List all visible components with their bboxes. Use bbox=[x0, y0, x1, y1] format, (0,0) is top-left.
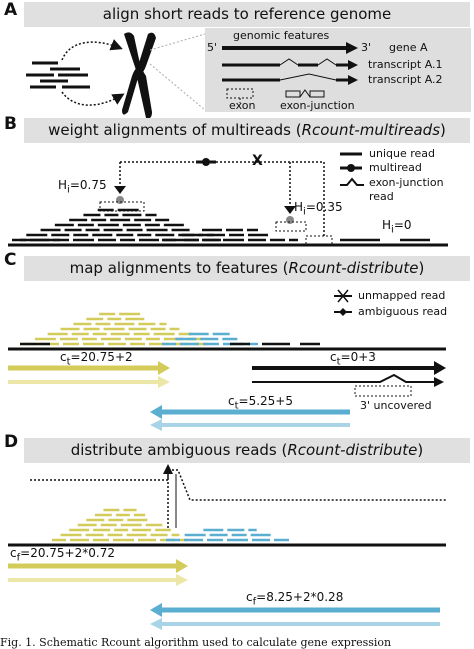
panel-a-dotted-arrow-top bbox=[61, 39, 123, 61]
hi-0-sub: i bbox=[391, 224, 394, 236]
ct-blue-sub: t bbox=[234, 400, 239, 412]
panel-c-letter: C bbox=[4, 250, 17, 270]
cf-yellow-value: =20.75+2*0.72 bbox=[20, 546, 115, 560]
five-prime-label: 5' bbox=[207, 41, 218, 54]
hi-075-h: H bbox=[58, 178, 68, 192]
ct-yellow-label: ct=20.75+2 bbox=[60, 350, 133, 367]
ct-black-sub: t bbox=[336, 356, 341, 368]
hi-035-h: H bbox=[294, 200, 304, 214]
panel-b-title: weight alignments of multireads (Rcount-… bbox=[24, 118, 470, 143]
legend-ambiguous-read: ambiguous read bbox=[358, 305, 448, 318]
hi-035-sub: i bbox=[303, 206, 306, 218]
ct-black-c: c bbox=[330, 350, 337, 364]
exon-junction-label: exon-junction bbox=[280, 99, 355, 112]
panel-c-read-pileup bbox=[20, 312, 320, 346]
panel-a-title: align short reads to reference genome bbox=[24, 2, 470, 27]
panel-c-title-text: map alignments to features ( bbox=[69, 259, 289, 277]
hi-0-label: Hi=0 bbox=[382, 218, 412, 235]
panel-b-title-method: Rcount-multireads bbox=[301, 121, 441, 139]
legend-unique-read: unique read bbox=[369, 147, 435, 160]
panel-a-reads bbox=[26, 61, 90, 89]
cf-yellow-label: cf=20.75+2*0.72 bbox=[10, 546, 115, 563]
panel-b-letter: B bbox=[4, 114, 17, 134]
legend-multiread: multiread bbox=[369, 161, 422, 174]
gene-a-label: gene A bbox=[389, 41, 428, 54]
legend-exon-junction: exon-junction bbox=[369, 176, 444, 189]
legend-unmapped-read: unmapped read bbox=[358, 289, 446, 302]
legend-exon-junction-read: read bbox=[369, 190, 394, 203]
panel-d-title-text: distribute ambiguous reads ( bbox=[70, 441, 288, 459]
hi-075-sub: i bbox=[67, 184, 70, 196]
cf-blue-sub: f bbox=[252, 596, 257, 608]
ct-yellow-sub: t bbox=[66, 356, 71, 368]
cf-blue-c: c bbox=[246, 590, 253, 604]
panel-c-title-end: ) bbox=[418, 259, 425, 277]
ct-blue-c: c bbox=[228, 394, 235, 408]
panel-a-letter: A bbox=[4, 0, 18, 20]
ct-black-label: ct=0+3 bbox=[330, 350, 376, 367]
hi-035-value: =0.35 bbox=[305, 200, 343, 214]
hi-0-value: =0 bbox=[393, 218, 412, 232]
hi-0-h: H bbox=[382, 218, 392, 232]
three-prime-label: 3' bbox=[361, 41, 372, 54]
ct-yellow-value: =20.75+2 bbox=[70, 350, 133, 364]
exon-label: exon bbox=[229, 99, 256, 112]
panel-d-letter: D bbox=[4, 432, 19, 452]
hi-035-label: Hi=0.35 bbox=[294, 200, 343, 217]
panel-b-multiread-links bbox=[119, 161, 325, 238]
panel-d-title: distribute ambiguous reads (Rcount-distr… bbox=[24, 438, 470, 463]
panel-d-title-method: Rcount-distribute bbox=[287, 441, 418, 459]
uncovered-label: 3' uncovered bbox=[360, 399, 432, 412]
panel-a-feature-box bbox=[205, 28, 471, 112]
x-mark: X bbox=[252, 153, 263, 169]
cf-yellow-sub: f bbox=[16, 552, 21, 564]
transcript-a2-label: transcript A.2 bbox=[368, 73, 443, 86]
cf-yellow-c: c bbox=[10, 546, 17, 560]
ct-yellow-c: c bbox=[60, 350, 67, 364]
panel-b-title-end: ) bbox=[440, 121, 446, 139]
ct-black-value: =0+3 bbox=[340, 350, 376, 364]
genomic-features-label: genomic features bbox=[233, 29, 330, 42]
panel-c-title: map alignments to features (Rcount-distr… bbox=[24, 256, 470, 281]
panel-b-read-pileup bbox=[12, 208, 430, 242]
transcript-a1-label: transcript A.1 bbox=[368, 58, 443, 71]
cf-blue-label: cf=8.25+2*0.28 bbox=[246, 590, 343, 607]
chromosome-icon bbox=[122, 32, 156, 119]
panel-c-title-method: Rcount-distribute bbox=[288, 259, 419, 277]
cf-blue-value: =8.25+2*0.28 bbox=[256, 590, 344, 604]
hi-075-label: Hi=0.75 bbox=[58, 178, 107, 195]
ct-blue-label: ct=5.25+5 bbox=[228, 394, 293, 411]
figure-caption: Fig. 1. Schematic Rcount algorithm used … bbox=[0, 636, 392, 649]
hi-075-value: =0.75 bbox=[69, 178, 107, 192]
panel-d-title-end: ) bbox=[417, 441, 424, 459]
panel-d-read-pileup bbox=[52, 508, 289, 542]
ct-blue-value: =5.25+5 bbox=[238, 394, 293, 408]
panel-a-dotted-arrow-bottom bbox=[61, 91, 125, 106]
panel-b-title-text: weight alignments of multireads ( bbox=[48, 121, 302, 139]
